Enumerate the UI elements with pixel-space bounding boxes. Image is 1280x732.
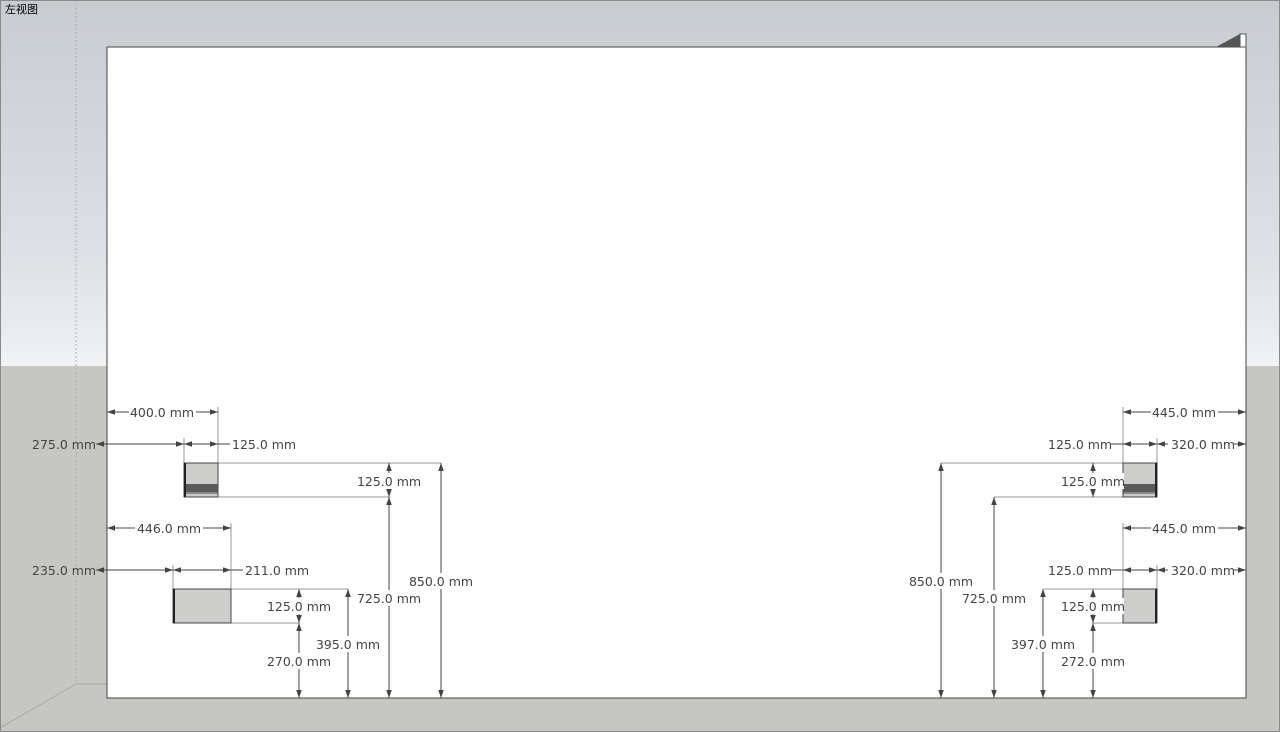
dim-left-850: 850.0 mm — [409, 574, 473, 589]
dim-right-397: 397.0 mm — [1011, 637, 1075, 652]
dim-right-445-upper: 445.0 mm — [1152, 405, 1216, 420]
view-name-label: 左视图 — [5, 3, 38, 16]
dim-right-320-upper: 320.0 mm — [1171, 437, 1235, 452]
dim-left-125-width: 125.0 mm — [232, 437, 296, 452]
dim-left-211: 211.0 mm — [245, 563, 309, 578]
label-bg — [410, 573, 472, 589]
label-bg — [1062, 653, 1124, 669]
label-bg — [1062, 473, 1124, 489]
dim-left-275: 275.0 mm — [32, 437, 96, 452]
right-lower-box[interactable] — [1122, 588, 1158, 624]
dim-left-125-height: 125.0 mm — [357, 474, 421, 489]
dim-left-395: 395.0 mm — [316, 637, 380, 652]
left-lower-box[interactable] — [172, 588, 232, 624]
dim-right-320-lower: 320.0 mm — [1171, 563, 1235, 578]
label-bg — [130, 404, 195, 420]
label-bg — [1152, 520, 1217, 536]
dim-right-272: 272.0 mm — [1061, 654, 1125, 669]
dim-left-725: 725.0 mm — [357, 591, 421, 606]
label-bg — [910, 573, 972, 589]
dim-right-125-height-lower: 125.0 mm — [1061, 599, 1125, 614]
right-upper-box[interactable] — [1122, 462, 1158, 498]
label-bg — [1012, 636, 1074, 652]
dim-left-270: 270.0 mm — [267, 654, 331, 669]
left-upper-box[interactable] — [183, 462, 219, 498]
label-bg — [268, 653, 330, 669]
dim-right-125-width-lower: 125.0 mm — [1048, 563, 1112, 578]
label-bg — [1062, 598, 1124, 614]
label-bg — [317, 636, 379, 652]
corner-marker — [1216, 34, 1246, 47]
dim-left-446: 446.0 mm — [137, 521, 201, 536]
label-bg — [268, 598, 330, 614]
dim-left-235: 235.0 mm — [32, 563, 96, 578]
dim-right-125-width-upper: 125.0 mm — [1048, 437, 1112, 452]
label-bg — [358, 590, 420, 606]
dim-left-400: 400.0 mm — [130, 405, 194, 420]
dim-right-125-height-upper: 125.0 mm — [1061, 474, 1125, 489]
guide-line-diagonal — [0, 683, 77, 729]
dim-left-125-lower: 125.0 mm — [267, 599, 331, 614]
dim-right-725: 725.0 mm — [962, 591, 1026, 606]
dim-right-445-lower: 445.0 mm — [1152, 521, 1216, 536]
dim-right-850: 850.0 mm — [909, 574, 973, 589]
label-bg — [963, 590, 1025, 606]
label-bg — [358, 473, 420, 489]
label-bg — [1152, 404, 1217, 420]
corner-marker-edge — [1239, 33, 1247, 48]
label-bg — [136, 520, 202, 536]
